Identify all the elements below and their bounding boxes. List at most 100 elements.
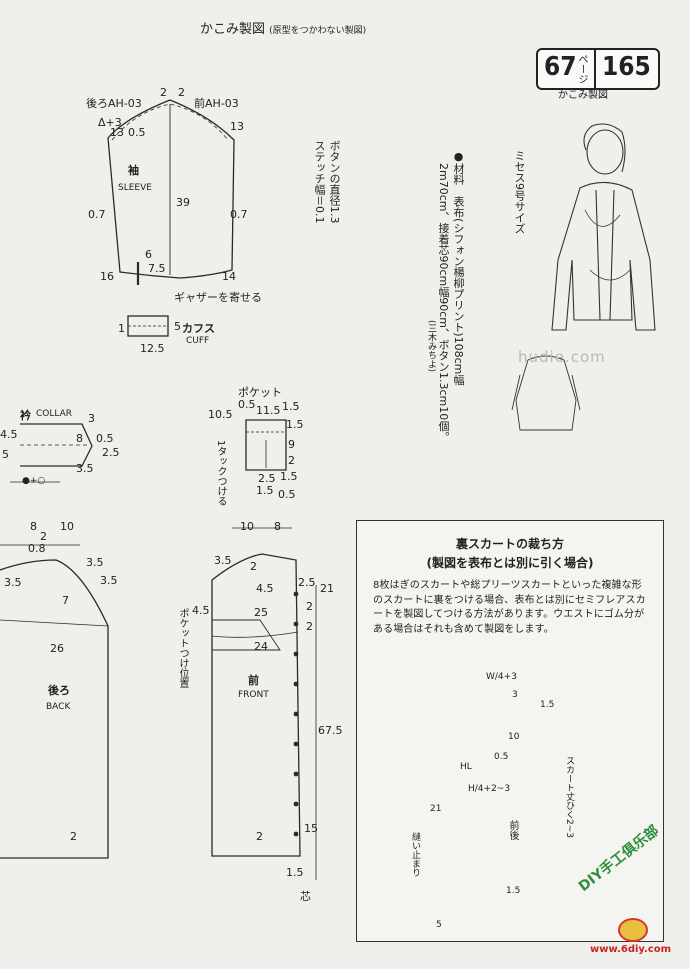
front-num-5: 2.5 [298, 576, 316, 589]
back-num-7: 7 [62, 594, 69, 607]
front-outline [211, 553, 301, 857]
club-logo-icon [618, 918, 648, 942]
pocket-num-7: 1.5 [280, 470, 298, 483]
model-illustration [511, 123, 656, 431]
sleeve-num-5: 13 [230, 120, 244, 133]
lining-front-back: 前後 [507, 820, 518, 840]
button-note-1: ボタンの直径1.3 [328, 140, 341, 224]
front-num-14: 2 [256, 830, 263, 843]
sleeve-num-9: 6 [145, 248, 152, 261]
lining-ten: 10 [508, 732, 520, 742]
collar-num-1: 8 [76, 432, 83, 445]
sleeve-num-4: 13 [110, 126, 124, 139]
collar-num-4: 3.5 [76, 462, 94, 475]
back-label-jp: 後ろ [48, 684, 70, 697]
back-num-4: 3.5 [4, 576, 22, 589]
lining-half: 0.5 [494, 752, 509, 762]
lining-note-title: 裏スカートの裁ち方 [455, 537, 564, 551]
sleeve-num-0: 2 [160, 86, 167, 99]
front-label-jp: 前 [248, 674, 259, 687]
cuff-num-1: 1 [118, 322, 125, 335]
lining-note-box: 裏スカートの裁ち方 (製図を表布とは別に引く場合) 8枚はぎのスカートや総プリー… [356, 520, 664, 942]
front-num-2: 3.5 [214, 554, 232, 567]
collar-num-2: 0.5 [96, 432, 114, 445]
sleeve-num-6: 39 [176, 196, 190, 209]
sleeve-num-3: 0.5 [128, 126, 146, 139]
back-num-0: 8 [30, 520, 37, 533]
back-num-9: 2 [70, 830, 77, 843]
collar-marks: ●+○ [22, 476, 46, 486]
lining-h: H/4+2~3 [468, 784, 511, 794]
sleeve-num-1: 2 [178, 86, 185, 99]
materials-line-1: ●材料 表布(シフォン楊柳プリント)108cm幅 [452, 150, 465, 386]
pattern-code: 165 [602, 52, 651, 82]
pocket-num-1: 0.5 [238, 398, 256, 411]
front-num-7: 25 [254, 606, 268, 619]
lining-stop: 縫い止まり [410, 832, 420, 877]
pocket-outline [245, 419, 287, 471]
sleeve-num-11: 16 [100, 270, 114, 283]
back-num-1: 10 [60, 520, 74, 533]
badge-divider [594, 50, 596, 88]
sleeve-num-7: 0.7 [88, 208, 106, 221]
page-number: 67 [544, 52, 577, 82]
pocket-label-jp: ポケット [238, 386, 282, 399]
pocket-num-3: 1.5 [282, 400, 300, 413]
collar-num-0: 3 [88, 412, 95, 425]
badge-caption: かこみ製図 [558, 90, 608, 101]
collar-label-en: COLLAR [36, 409, 73, 419]
sleeve-num-2: Δ+3 [98, 116, 122, 129]
collar-label-jp: 衿 [20, 409, 31, 422]
lining-hl: HL [460, 762, 472, 772]
back-outline [0, 559, 109, 859]
cuff-num-2: 12.5 [140, 342, 165, 355]
lining-w: W/4+3 [486, 672, 517, 682]
front-num-1: 8 [274, 520, 281, 533]
sleeve-gather: ギャザーを寄せる [174, 291, 262, 304]
lining-fifteen-b: 1.5 [506, 886, 521, 896]
lining-five: 5 [436, 920, 442, 930]
front-num-15: 1.5 [286, 866, 304, 879]
sleeve-back-ah: 後ろAH-03 [86, 97, 142, 110]
button-note-2: ステッチ幅＝0.1 [313, 140, 326, 224]
front-num-16: 芯 [300, 890, 311, 903]
sleeve-label-en: SLEEVE [118, 183, 152, 193]
materials-designer: (三木みちよ) [426, 320, 436, 373]
cuff-num-0: 5 [174, 320, 181, 333]
front-num-12: 67.5 [318, 724, 343, 737]
front-num-10: 2 [306, 620, 313, 633]
header-title: かこみ製図 [200, 22, 266, 37]
collar-num-6: 5 [2, 448, 9, 461]
pocket-tuck-note: 1タックつける [215, 440, 226, 507]
front-pocket-position: ポケットつけ位置 [177, 608, 188, 688]
sleeve-num-8: 0.7 [230, 208, 248, 221]
back-num-3: 0.8 [28, 542, 46, 555]
pocket-num-5: 9 [288, 438, 295, 451]
front-num-4: 4.5 [256, 582, 274, 595]
pocket-num-8: 2.5 [258, 472, 276, 485]
model-size: ミセス9号サイズ [513, 150, 526, 234]
collar-outline [20, 423, 93, 467]
front-num-9: 24 [254, 640, 268, 653]
collar-num-5: 4.5 [0, 428, 18, 441]
sleeve-num-10: 7.5 [148, 262, 166, 275]
lining-note-subtitle: (製図を表布とは別に引く場合) [426, 556, 594, 570]
lining-fifteen-a: 1.5 [540, 700, 555, 710]
pocket-num-10: 0.5 [278, 488, 296, 501]
header-subtitle: (原型をつかわない製図) [269, 26, 367, 36]
materials-line-2: 2m70cm、接着芯90cm幅90cm、ボタン1.3cm10個。 [437, 163, 450, 443]
pocket-num-0: 10.5 [208, 408, 233, 421]
front-label-en: FRONT [238, 690, 269, 700]
pocket-num-4: 1.5 [286, 418, 304, 431]
pocket-num-9: 1.5 [256, 484, 274, 497]
front-pocket-shape [212, 619, 281, 651]
page-badge: 67 ページ 165 [536, 48, 660, 90]
cuff-label-en: CUFF [186, 336, 210, 346]
sleeve-label-jp: 袖 [128, 164, 139, 177]
sleeve-front-ah: 前AH-03 [194, 97, 239, 110]
pocket-num-2: 11.5 [256, 404, 281, 417]
watermark-url: www.6diy.com [590, 944, 672, 955]
page-unit: ページ [576, 54, 587, 84]
collar-num-3: 2.5 [102, 446, 120, 459]
front-num-13: 15 [304, 822, 318, 835]
